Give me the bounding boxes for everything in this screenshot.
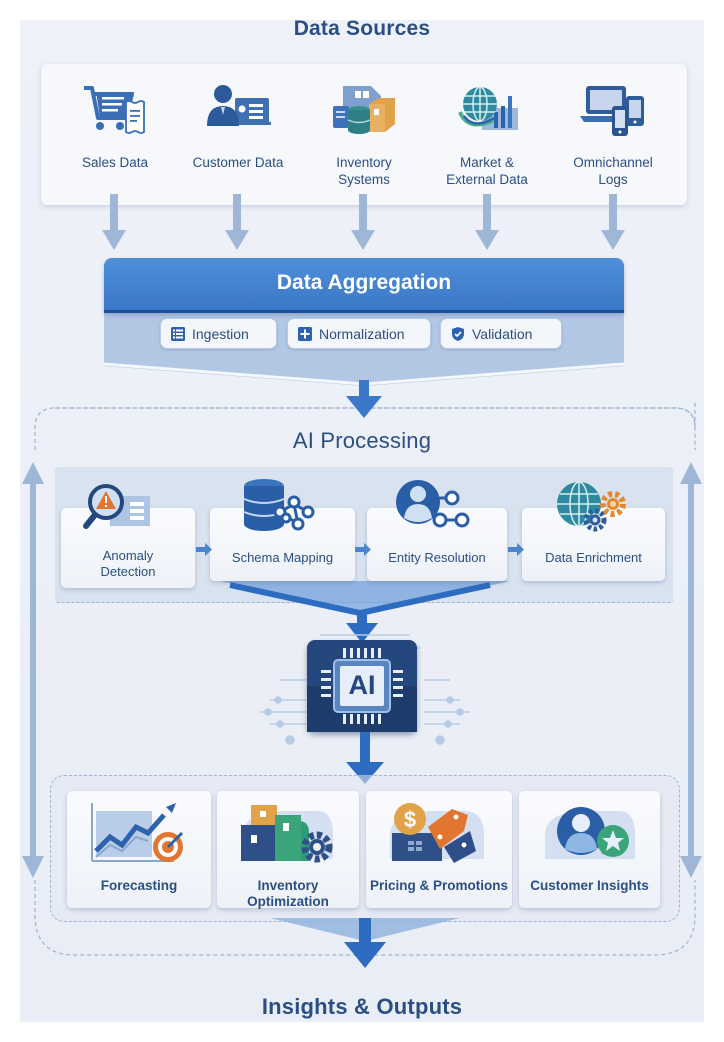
output-pricing-promotions[interactable]: $ Pricing & Promotions — [366, 791, 512, 908]
source-label: Sales Data — [81, 155, 149, 170]
arrow-right-icon — [508, 543, 524, 556]
chip-label: Normalization — [319, 325, 405, 342]
arrow-into-processing — [346, 380, 382, 418]
customer-profile-icon — [207, 85, 271, 126]
chip-ingestion[interactable]: Ingestion — [160, 318, 277, 349]
boxes-gear-icon — [241, 805, 333, 863]
section-title-ai-processing: AI Processing — [292, 428, 432, 453]
globe-gears-icon — [557, 481, 626, 532]
list-icon — [171, 326, 185, 341]
arrow-down-icon — [601, 194, 625, 250]
output-label: Customer Insights — [530, 878, 649, 893]
source-customer-data[interactable]: Customer Data — [178, 64, 298, 205]
ai-core-label: AI — [348, 670, 376, 700]
globe-chart-icon — [458, 86, 518, 130]
svg-text:$: $ — [404, 807, 416, 832]
arrow-to-outputs — [346, 732, 384, 784]
magnifier-warning-icon — [83, 484, 150, 529]
process-label: Data Enrichment — [545, 550, 642, 565]
process-data-enrichment[interactable]: Data Enrichment — [522, 508, 665, 581]
source-sales-data[interactable]: Sales Data — [55, 64, 175, 205]
output-inventory-optimization[interactable]: Inventory Optimization — [217, 791, 359, 909]
ai-chip-icon — [307, 648, 417, 732]
arrow-down-icon — [102, 194, 126, 250]
source-label: Customer Data — [192, 155, 284, 170]
trend-target-icon — [91, 803, 184, 862]
arrow-down-icon — [225, 194, 249, 250]
section-title-data-sources: Data Sources — [293, 17, 431, 40]
arrow-right-icon — [355, 543, 371, 556]
output-label: Pricing & Promotions — [369, 878, 508, 893]
chip-validation[interactable]: Validation — [440, 318, 562, 349]
plus-square-icon — [298, 326, 312, 341]
output-forecasting[interactable]: Forecasting — [67, 791, 211, 908]
feedback-arrow-left — [22, 462, 44, 878]
data-aggregation-header: Data Aggregation — [104, 258, 624, 313]
output-label: Inventory Optimization — [247, 878, 329, 909]
output-label: Forecasting — [100, 878, 178, 893]
ai-core-chip[interactable]: AI — [307, 640, 417, 732]
arrow-down-icon — [475, 194, 499, 250]
chip-normalization[interactable]: Normalization — [287, 318, 431, 349]
price-tag-dollar-icon: $ — [390, 803, 484, 863]
process-step-arrows — [196, 543, 524, 556]
arrow-down-icon — [351, 194, 375, 250]
source-label: Market &External Data — [446, 155, 528, 187]
source-market-external-data[interactable]: Market &External Data — [427, 64, 547, 205]
processing-funnel — [220, 581, 510, 643]
user-link-icon — [396, 480, 470, 528]
warehouse-database-box-icon — [333, 86, 395, 134]
source-arrows — [102, 194, 625, 250]
shopping-cart-receipt-icon — [84, 86, 145, 134]
arrow-right-icon — [196, 543, 212, 556]
chip-label: Ingestion — [192, 325, 249, 342]
process-label: Schema Mapping — [231, 550, 334, 565]
shield-check-icon — [452, 326, 464, 341]
feedback-arrow-right — [680, 462, 702, 878]
database-network-icon — [243, 479, 315, 531]
chip-label: Validation — [472, 325, 533, 342]
section-title-insights-outputs: Insights & Outputs — [261, 994, 463, 1019]
devices-icon — [580, 86, 644, 136]
processing-frame — [22, 380, 702, 956]
user-star-icon — [545, 807, 635, 859]
output-customer-insights[interactable]: Customer Insights — [519, 791, 660, 908]
data-sources-panel: Sales Data Customer Data Inv — [41, 64, 687, 205]
aggregation-title: Data Aggregation — [276, 271, 452, 294]
outputs-funnel — [270, 918, 460, 968]
process-label: Entity Resolution — [388, 550, 486, 565]
